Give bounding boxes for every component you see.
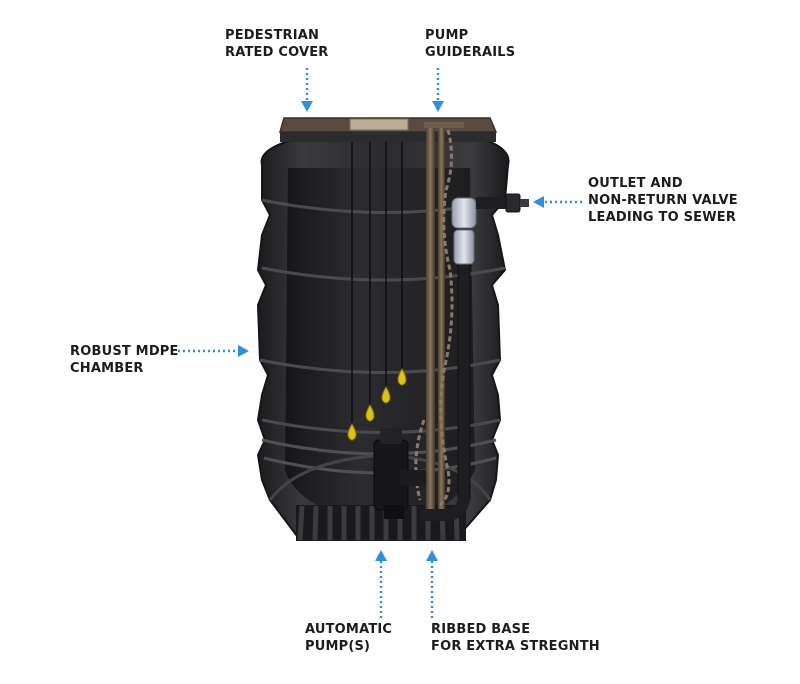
outlet-non-return-valve — [451, 193, 529, 265]
label-line: RATED COVER — [225, 45, 329, 60]
arrowhead-base — [426, 550, 438, 561]
automatic-pump — [373, 428, 426, 519]
label-line: PUMP(S) — [305, 639, 371, 654]
label-line: AUTOMATIC — [305, 622, 393, 637]
label-line: CHAMBER — [70, 361, 144, 376]
callout-arrows — [178, 68, 582, 618]
float-switch — [365, 404, 375, 422]
label-ribbed-base: RIBBED BASE FOR EXTRA STREGNTH — [431, 621, 600, 655]
label-line: FOR EXTRA STREGNTH — [431, 639, 600, 654]
label-automatic-pump: AUTOMATIC PUMP(S) — [305, 621, 392, 655]
float-switch — [397, 368, 407, 386]
pedestrian-cover — [279, 117, 498, 142]
arrowhead-pump — [375, 550, 387, 561]
label-line: RIBBED BASE — [431, 622, 531, 637]
label-line: ROBUST MDPE — [70, 344, 179, 359]
label-outlet-valve: OUTLET AND NON-RETURN VALVE LEADING TO S… — [588, 175, 738, 226]
label-pump-guiderails: PUMP GUIDERAILS — [425, 27, 515, 61]
float-switch — [347, 423, 357, 441]
float-switch — [381, 386, 391, 404]
label-line: LEADING TO SEWER — [588, 210, 737, 225]
float-switch-cables — [351, 142, 403, 428]
arrowhead-outlet — [533, 196, 544, 208]
discharge-pipe — [420, 199, 471, 521]
label-line: OUTLET AND — [588, 176, 683, 191]
label-line: PEDESTRIAN — [225, 28, 320, 43]
arrow-heads — [238, 101, 544, 561]
arrowhead-guiderails — [432, 101, 444, 112]
arrowhead-chamber — [238, 345, 249, 357]
arrowhead-cover — [301, 101, 313, 112]
label-pedestrian-cover: PEDESTRIAN RATED COVER — [225, 27, 329, 61]
pump-guiderails — [414, 122, 464, 510]
label-line: GUIDERAILS — [425, 45, 516, 60]
label-chamber: ROBUST MDPE CHAMBER — [70, 343, 179, 377]
label-line: NON-RETURN VALVE — [588, 193, 738, 208]
float-switches — [347, 368, 407, 441]
label-line: PUMP — [425, 28, 469, 43]
